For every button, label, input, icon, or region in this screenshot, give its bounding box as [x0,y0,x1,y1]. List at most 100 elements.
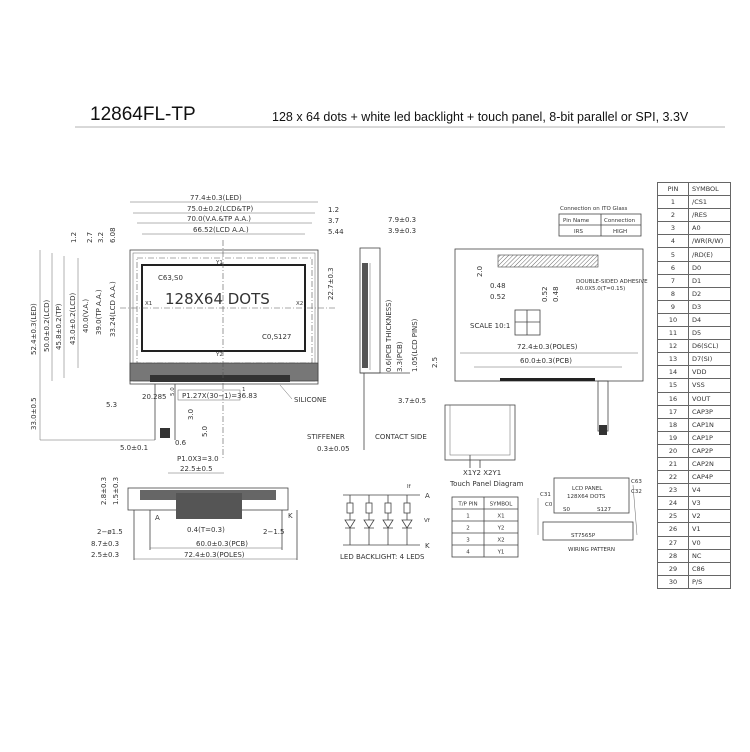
dim-led-height: 52.4±0.3(LED) [30,303,38,355]
tp-tail [597,380,609,432]
tp-symbol: SYMBOL [490,502,514,508]
pin-number: 6 [657,260,689,275]
lcd-pins-dim: 1.05(LCD PINS) [411,318,419,372]
dim-lcd-width: 75.0±0.2(LCD&TP) [187,205,253,213]
x2-label: X2 [296,301,303,307]
dim-lt-2: 2.7 [86,232,94,243]
wiring-caption: WIRING PATTERN [568,547,615,553]
resistor-icon [365,502,373,514]
wiring-c31: C31 [540,492,551,498]
bottom-pcb-dim: 60.0±0.3(PCB) [196,540,248,548]
led-diode-icon [363,519,375,529]
pin-number: 24 [657,496,689,511]
pin-symbol: D0 [688,260,731,275]
pin-number: 16 [657,391,689,406]
wiring-trace [632,484,638,536]
wiring-chip: ST7565P [571,533,596,539]
dim-5-3: 5.3 [106,401,117,409]
dim-va-height: 40.0(V.A.) [82,299,90,333]
side-bottom-dim: 3.7±0.5 [398,397,426,405]
front-view: 128X64 DOTS C63,S0 C0,S127 X1 X2 Y1 Y2 7… [30,194,344,460]
side-glass [362,263,368,368]
adhesive-strip [497,254,599,268]
pin-symbol: CAP1N [688,417,731,432]
x1-label: X1 [145,301,152,307]
tp-diagram-caption: Touch Panel Diagram [449,480,524,488]
pin-number: 9 [657,299,689,314]
dim-lcd2-height: 43.0±0.2(LCD) [69,293,77,345]
wiring-c63: C63 [631,479,642,485]
tp-symbol: Y1 [497,550,505,556]
pin-row: 1/CS1 [657,195,731,210]
fpc-dim-3: 3.0 [187,409,195,420]
wiring-panel: LCD PANEL [572,486,603,492]
tp-pins [500,378,595,381]
corner-label-tl: C63,S0 [158,274,183,282]
pin-symbol: V4 [688,483,731,498]
pin-number: 29 [657,561,689,576]
model-subtitle: 128 x 64 dots + white led backlight + to… [272,110,689,124]
pin-pitch-dim: P1.27X(30−1)=36.83 [182,392,257,400]
tp-pin: 1 [466,514,470,520]
pin-symbol: CAP3P [688,404,731,419]
tp-dim-052v: 0.52 [541,286,549,302]
pin-row: 5/RD(E) [657,247,731,262]
led-diode-icon [401,519,413,529]
adhesive-size: 40.0X5.0(T=0.15) [576,286,625,292]
pin-symbol: D2 [688,286,731,301]
tp-dim-20: 2.0 [476,266,484,277]
dim-lt-3: 3.2 [97,232,105,243]
pin-number: 17 [657,404,689,419]
silicone-leader [279,384,293,400]
tp-pcb-dim: 60.0±0.3(PCB) [520,357,572,365]
dim-led-width: 77.4±0.3(LED) [190,194,242,202]
ito-header-pin: Pin Name [563,218,590,224]
y2-label: Y2 [215,352,223,358]
pitch-box [177,389,241,401]
pin-row: 4/WR(R/W) [657,234,731,249]
ito-header-conn: Connection [604,218,636,224]
pin-number: 30 [657,574,689,589]
pin-symbol: C86 [688,561,731,576]
anode-pin-label: A [155,514,160,522]
tp-pin: 4 [466,550,470,556]
led-cathode: K [425,542,430,550]
led-outline [129,249,319,385]
dim-center-height: 22.7±0.3 [327,267,335,300]
pin-symbol: VDD [688,365,731,380]
led-branches [344,495,413,545]
dim-overall-height: 33.0±0.5 [30,397,38,430]
tp-dim-25: 2.5 [431,357,439,368]
led-diode-icon [344,519,356,529]
pin-symbol: /RD(E) [688,247,731,262]
pin-row: 2/RES [657,208,731,223]
dim-tpaa-height: 39.0(TP A.A.) [95,289,103,335]
pin-number: 5 [657,247,689,262]
pin-symbol: CAP2N [688,456,731,472]
bottom-poles-dim: 72.4±0.3(POLES) [184,551,245,559]
corner-label-br: C0,S127 [262,333,291,341]
scale-label: SCALE 10:1 [470,322,510,330]
pin-number: 14 [657,365,689,380]
silicone-label: SILICONE [294,396,327,404]
cathode-pin-label: K [288,512,293,520]
pin-number: 19 [657,430,689,445]
pin-symbol: V2 [688,509,731,524]
bottom-dim-15: 1.5±0.3 [112,477,120,505]
pin-symbol: V1 [688,522,731,537]
pin-number: 23 [657,483,689,498]
wiring-s0: S0 [563,507,570,513]
pin-number: 18 [657,417,689,432]
pcb-thickness-dim: 0.6(PCB THICKNESS) [385,299,393,372]
wiring-dots: 128X64 DOTS [567,494,606,500]
wiring-chip-box [542,521,634,541]
tp-pin: 3 [466,538,470,544]
